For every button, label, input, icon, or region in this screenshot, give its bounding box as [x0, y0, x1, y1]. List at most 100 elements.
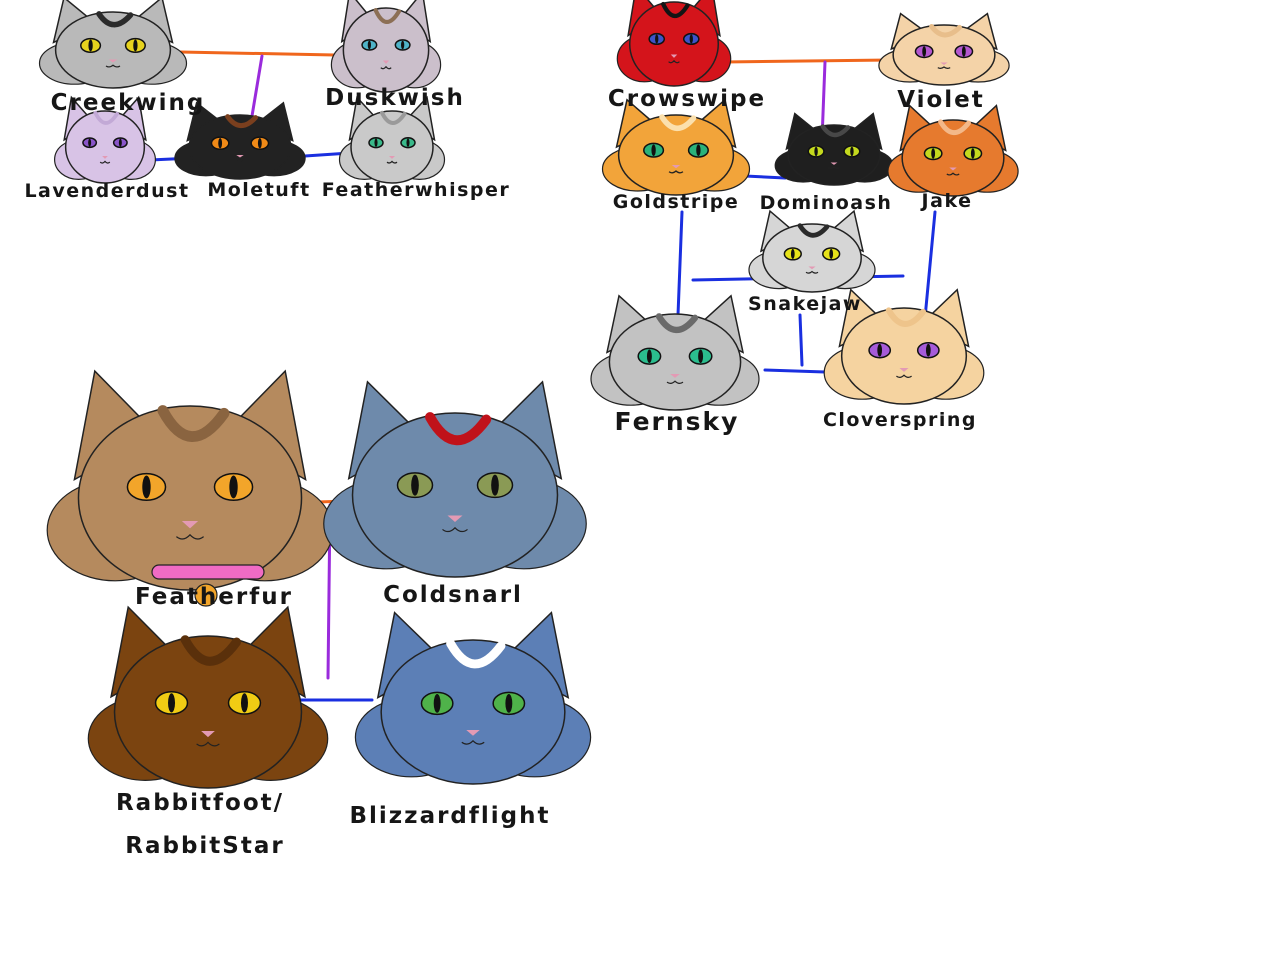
cat-head-duskwish — [330, 0, 442, 93]
label-goldstripe: Goldstripe — [612, 191, 740, 213]
nose-fernsky — [670, 374, 680, 378]
label-crowswipe: Crowswipe — [607, 86, 767, 112]
mouth-fernsky — [666, 380, 684, 384]
face-moletuft — [188, 114, 292, 180]
label-featherfur: Feathe​rfur — [135, 584, 293, 610]
mouth-rabbitfoot — [196, 741, 220, 747]
line-goldstripe-fernsky — [676, 210, 684, 317]
right-pupil-duskwish — [401, 40, 405, 50]
face-rabbitfoot — [113, 635, 303, 789]
marking-violet — [929, 24, 962, 38]
left-pupil-featherwhisper — [374, 138, 378, 147]
mouth-goldstripe — [668, 170, 684, 174]
marking-rabbitfoot — [180, 635, 242, 666]
featherfur-collar — [151, 564, 265, 607]
nose-coldsnarl — [447, 515, 463, 523]
cat-head-rabbitfoot — [87, 605, 329, 789]
right-pupil-coldsnarl — [491, 474, 499, 496]
face-duskwish — [342, 7, 430, 93]
collar-band — [151, 564, 265, 580]
cat-head-featherwhisper — [338, 95, 446, 184]
right-pupil-lavenderdust — [118, 138, 122, 147]
face-featherwhisper — [350, 110, 434, 184]
right-pupil-featherfur — [229, 475, 238, 499]
left-pupil-coldsnarl — [411, 474, 419, 496]
cat-head-dominoash — [774, 112, 894, 186]
label-violet: Violet — [897, 87, 985, 113]
right-pupil-jake — [970, 148, 975, 159]
nose-snakejaw — [808, 266, 816, 270]
face-jake — [901, 119, 1005, 197]
right-pupil-snakejaw — [829, 248, 834, 259]
left-pupil-fernsky — [646, 349, 652, 363]
line-jake-cloverspring — [923, 210, 937, 320]
left-pupil-jake — [931, 148, 936, 159]
bell-icon — [194, 583, 218, 607]
right-pupil-featherwhisper — [406, 138, 410, 147]
cat-head-moletuft — [174, 101, 306, 180]
face-crowswipe — [628, 1, 720, 87]
marking-cloverspring — [885, 307, 927, 327]
nose-jake — [949, 167, 957, 171]
mouth-creekwing — [105, 64, 121, 68]
marking-featherfur — [157, 405, 230, 442]
right-pupil-cloverspring — [925, 343, 931, 357]
left-pupil-blizzardflight — [433, 693, 441, 713]
cat-head-cloverspring — [823, 288, 985, 405]
face-blizzardflight — [380, 639, 566, 785]
marking-fernsky — [655, 313, 699, 334]
label-dominoash: Dominoash — [759, 192, 893, 214]
mates-line-fernsky-cloverspring — [763, 368, 827, 374]
mouth-jake — [946, 172, 960, 176]
cat-head-featherfur — [46, 369, 334, 591]
label-blizzardflight: Blizzardflight — [349, 803, 551, 829]
marking-goldstripe — [659, 114, 697, 132]
left-pupil-duskwish — [367, 40, 371, 50]
cat-heads — [38, 0, 1019, 789]
left-pupil-featherfur — [142, 475, 151, 499]
left-pupil-goldstripe — [651, 144, 656, 157]
cat-head-fernsky — [590, 294, 760, 411]
marking-jake — [938, 119, 971, 136]
mouth-blizzardflight — [461, 739, 485, 745]
face-lavenderdust — [64, 110, 146, 184]
nose-lavenderdust — [102, 156, 108, 159]
nose-duskwish — [382, 60, 390, 64]
sibling-line-goldstripe-dominoash — [743, 174, 787, 180]
right-pupil-blizzardflight — [505, 693, 513, 713]
face-creekwing — [54, 11, 172, 89]
left-pupil-moletuft — [218, 137, 223, 149]
label-snakejaw: Snakejaw — [748, 293, 862, 315]
right-pupil-dominoash — [850, 146, 854, 157]
marking-dominoash — [820, 124, 851, 138]
nose-creekwing — [108, 59, 118, 63]
cat-head-blizzardflight — [354, 611, 592, 785]
nose-crowswipe — [670, 54, 678, 58]
line-snakejaw-down — [798, 313, 804, 367]
marking-moletuft — [225, 114, 258, 129]
right-pupil-goldstripe — [696, 144, 701, 157]
cat-head-creekwing — [38, 0, 188, 89]
marking-duskwish — [373, 8, 402, 25]
right-pupil-fernsky — [698, 349, 704, 363]
marking-creekwing — [96, 11, 134, 28]
cat-head-jake — [887, 104, 1019, 197]
label-coldsnarl: Coldsnarl — [383, 582, 523, 608]
cat-head-lavenderdust — [53, 95, 156, 184]
face-snakejaw — [762, 223, 862, 293]
cat-head-violet — [878, 12, 1010, 86]
face-fernsky — [608, 313, 742, 411]
right-pupil-crowswipe — [689, 34, 693, 44]
nose-violet — [940, 62, 948, 65]
mouth-duskwish — [380, 65, 392, 70]
mouth-lavenderdust — [99, 160, 111, 164]
mouth-crowswipe — [668, 59, 680, 64]
nose-rabbitfoot — [201, 731, 215, 738]
label-moletuft: Moletuft — [207, 179, 311, 201]
left-pupil-cloverspring — [877, 343, 883, 357]
nose-moletuft — [236, 155, 244, 158]
left-pupil-snakejaw — [790, 248, 795, 259]
marking-snakejaw — [797, 223, 830, 238]
left-pupil-dominoash — [814, 146, 818, 157]
